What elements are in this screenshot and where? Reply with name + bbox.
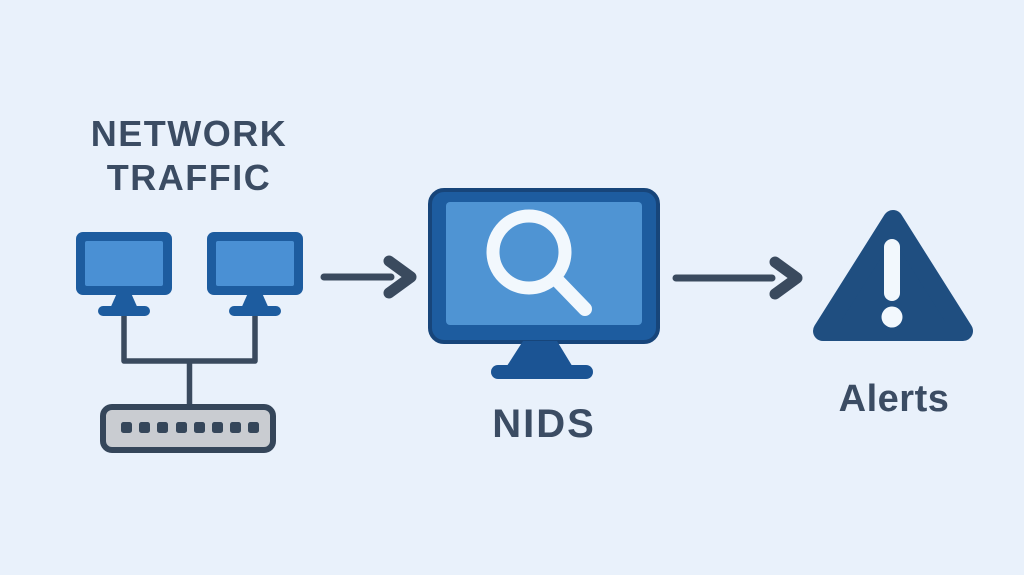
- monitor-screen: [85, 241, 163, 286]
- switch-port: [248, 422, 259, 433]
- monitor-magnifier-icon: [428, 188, 660, 379]
- nids-stand-neck: [505, 341, 574, 369]
- arrow-head-icon: [769, 256, 803, 300]
- computer-icon-left: [76, 232, 172, 316]
- network-cable-lines: [121, 310, 258, 410]
- switch-port: [139, 422, 150, 433]
- magnifier-icon: [486, 209, 592, 316]
- warning-triangle-icon: [813, 210, 973, 341]
- switch-body: [100, 404, 276, 453]
- switch-port: [212, 422, 223, 433]
- nids-stand-base: [491, 365, 593, 379]
- switch-port: [194, 422, 205, 433]
- switch-port: [121, 422, 132, 433]
- computer-icon-right: [207, 232, 303, 316]
- network-switch-icon: [100, 404, 276, 453]
- switch-port: [176, 422, 187, 433]
- switch-port: [157, 422, 168, 433]
- alerts-node: Alerts: [813, 210, 973, 420]
- arrow-nids-to-alerts: [672, 256, 803, 300]
- arrow-traffic-to-nids: [320, 255, 417, 299]
- exclamation-dot: [881, 306, 903, 328]
- monitor-stand-base: [229, 306, 281, 316]
- magnifier-handle: [549, 272, 592, 316]
- magnifier-lens: [486, 209, 572, 295]
- nids-label: NIDS: [492, 402, 596, 446]
- network-traffic-label-line2: TRAFFIC: [107, 157, 271, 198]
- monitor-screen: [216, 241, 294, 286]
- monitor-stand-base: [98, 306, 150, 316]
- exclamation-bar: [884, 239, 900, 301]
- network-traffic-node: NETWORK TRAFFIC: [76, 113, 303, 453]
- alerts-label: Alerts: [839, 378, 950, 420]
- switch-port: [230, 422, 241, 433]
- arrow-head-icon: [383, 255, 417, 299]
- network-traffic-label-line1: NETWORK: [91, 113, 287, 154]
- nids-node: NIDS: [428, 188, 660, 446]
